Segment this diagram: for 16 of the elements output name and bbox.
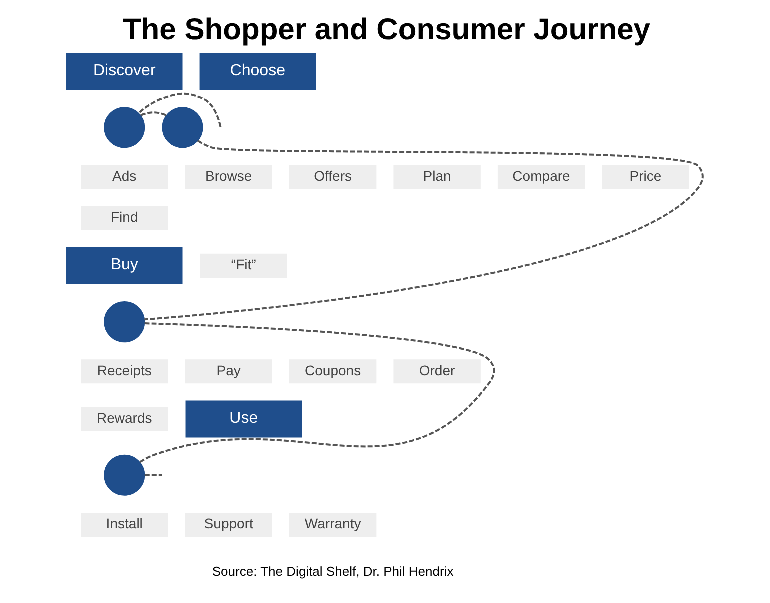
node-circle — [104, 302, 146, 343]
node-box: Use — [186, 400, 302, 438]
connector — [140, 112, 167, 116]
diagram-title: The Shopper and Consumer Journey — [122, 13, 651, 46]
connector — [144, 140, 704, 321]
node-box: Buy — [66, 247, 183, 284]
node-box: Price — [602, 165, 690, 190]
connector — [138, 92, 222, 128]
node-box: Discover — [66, 52, 183, 90]
node-circle — [162, 107, 204, 148]
node-box: Choose — [200, 52, 316, 90]
node-circle — [104, 454, 146, 496]
node-circle — [104, 107, 146, 148]
connector — [144, 474, 162, 476]
caption: Source: The Digital Shelf, Dr. Phil Hendrix — [212, 564, 454, 579]
connector — [140, 322, 496, 464]
